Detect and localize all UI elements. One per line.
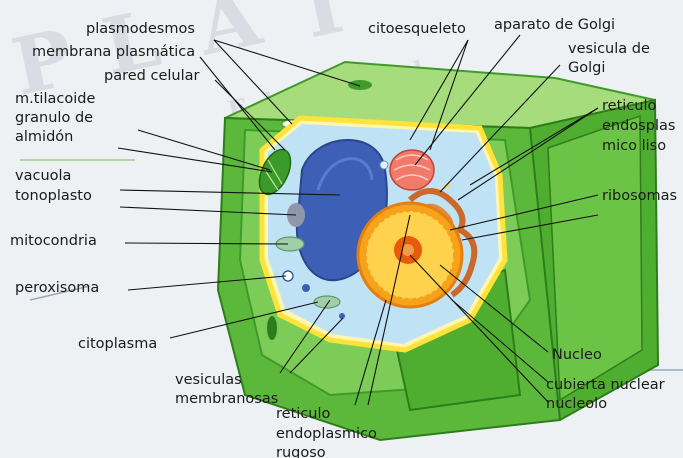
svg-text:A: A	[189, 0, 270, 74]
label-reticulo-rugoso-1: reticulo	[276, 406, 330, 422]
label-granulo-2: almidón	[15, 129, 73, 145]
label-vesiculas-1: vesiculas	[175, 372, 242, 388]
label-granulo-1: granulo de	[15, 110, 93, 126]
label-vesiculas-2: membranosas	[175, 391, 278, 407]
label-reticulo-liso-2: endosplas	[602, 118, 675, 134]
label-peroxisoma: peroxisoma	[15, 280, 99, 296]
label-citoesqueleto: citoesqueleto	[368, 21, 466, 37]
label-reticulo-rugoso-3: rugoso	[276, 445, 326, 458]
label-aparato-golgi: aparato de Golgi	[494, 17, 615, 33]
label-pared-celular: pared celular	[104, 68, 199, 84]
label-tilacoide: m.tilacoide	[15, 91, 95, 107]
label-reticulo-rugoso-2: endoplasmico	[276, 426, 377, 442]
label-membrana-plasmatica: membrana plasmática	[32, 44, 195, 60]
label-vesicula-golgi-1: vesicula de	[568, 41, 650, 57]
label-ribosomas: ribosomas	[602, 188, 677, 204]
svg-text:T: T	[285, 0, 361, 59]
label-plasmodesmos: plasmodesmos	[86, 21, 195, 37]
label-reticulo-liso-1: reticulo	[602, 98, 656, 114]
label-cubierta-nuclear: cubierta nuclear	[546, 377, 665, 393]
label-citoplasma: citoplasma	[78, 336, 157, 352]
label-reticulo-liso-3: mico liso	[602, 138, 666, 154]
label-vacuola: vacuola	[15, 168, 71, 184]
label-mitocondria: mitocondria	[10, 233, 97, 249]
label-vesicula-golgi-2: Golgi	[568, 60, 605, 76]
label-tonoplasto: tonoplasto	[15, 188, 92, 204]
label-nucleolo: nucleolo	[546, 396, 607, 412]
label-nucleo: Nucleo	[552, 347, 602, 363]
